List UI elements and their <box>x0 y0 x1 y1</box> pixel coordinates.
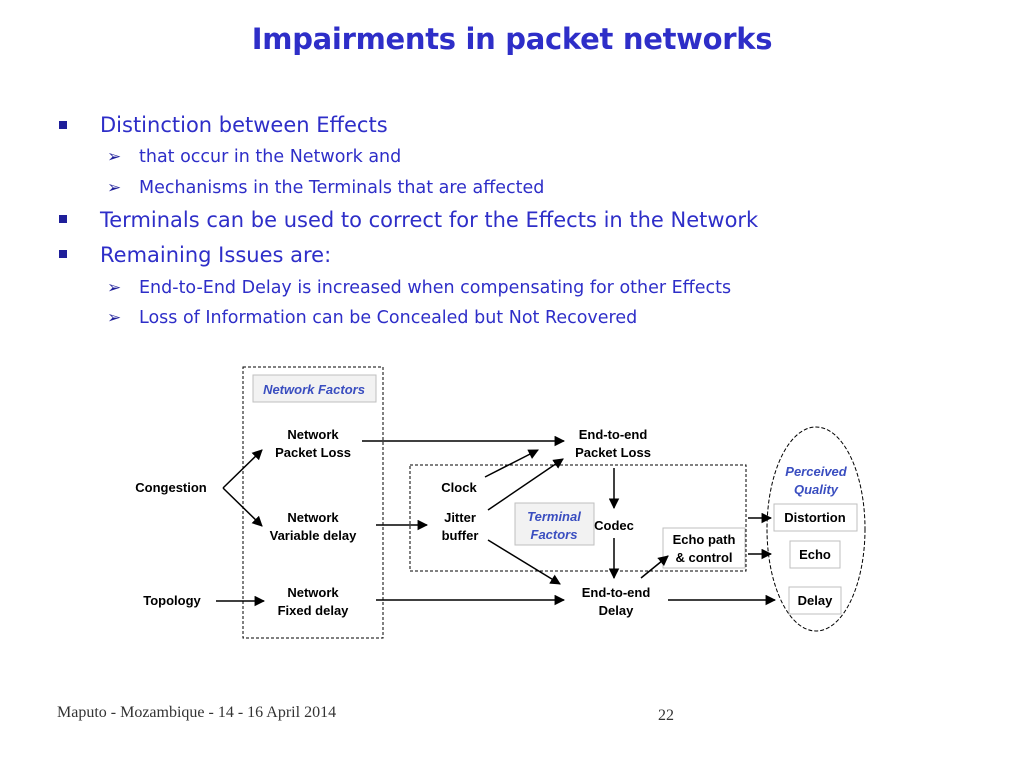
e2e-packet-loss-line1: End-to-end <box>579 427 648 442</box>
perceived-quality-label-line2: Quality <box>794 482 839 497</box>
square-bullet-icon <box>59 121 67 129</box>
arrow-bullet-icon: ➢ <box>107 278 122 298</box>
network-factors-frame <box>242 366 384 639</box>
echo-path-line1: Echo path <box>673 532 736 547</box>
distortion-node: Distortion <box>784 510 845 525</box>
clock-node: Clock <box>441 480 477 495</box>
bullet-item: Distinction between Effects <box>100 113 388 137</box>
bullet-item: Remaining Issues are: <box>100 243 332 267</box>
arrow-congestion-to-packet-loss <box>222 449 263 489</box>
network-packet-loss-line2: Packet Loss <box>275 445 351 460</box>
slide-title: Impairments in packet networks <box>251 22 773 56</box>
bullet-item: Terminals can be used to correct for the… <box>100 208 759 232</box>
terminal-factors-label-line1: Terminal <box>527 509 581 524</box>
network-factors-box <box>252 374 377 403</box>
topology-node: Topology <box>143 593 201 608</box>
e2e-packet-loss-line2: Packet Loss <box>575 445 651 460</box>
network-fixed-delay-line2: Fixed delay <box>278 603 350 618</box>
arrow-jitter-to-e2e-delay <box>487 539 561 585</box>
bullet-item: End-to-End Delay is increased when compe… <box>139 278 732 298</box>
perceived-quality-ellipse <box>766 426 866 632</box>
distortion-box <box>773 503 858 532</box>
bullet-list: Distinction between Effects ➢ that occur… <box>0 0 1024 340</box>
codec-node: Codec <box>594 518 634 533</box>
network-factors-label: Network Factors <box>263 382 365 397</box>
arrow-e2e-delay-to-echo-path <box>640 555 669 579</box>
square-bullet-icon <box>59 215 67 223</box>
arrow-clock-to-e2e-loss <box>484 449 539 478</box>
e2e-delay-line1: End-to-end <box>582 585 651 600</box>
jitter-buffer-line2: buffer <box>442 528 479 543</box>
jitter-buffer-line1: Jitter <box>444 510 476 525</box>
network-fixed-delay-line1: Network <box>287 585 339 600</box>
bullet-item: that occur in the Network and <box>139 147 402 167</box>
page-number: 22 <box>658 707 674 724</box>
echo-path-box <box>662 527 746 569</box>
echo-path-line2: & control <box>675 550 732 565</box>
network-packet-loss-line1: Network <box>287 427 339 442</box>
arrow-congestion-to-variable-delay <box>222 487 263 527</box>
bullet-item: Mechanisms in the Terminals that are aff… <box>139 178 545 198</box>
arrow-bullet-icon: ➢ <box>107 308 122 328</box>
arrow-bullet-icon: ➢ <box>107 178 122 198</box>
network-variable-delay-line2: Variable delay <box>270 528 357 543</box>
terminal-factors-frame <box>409 464 747 572</box>
perceived-quality-label-line1: Perceived <box>785 464 847 479</box>
congestion-node: Congestion <box>135 480 207 495</box>
delay-node: Delay <box>798 593 833 608</box>
square-bullet-icon <box>59 250 67 258</box>
terminal-factors-box <box>514 502 595 546</box>
echo-box <box>789 540 841 569</box>
arrow-bullet-icon: ➢ <box>107 147 122 167</box>
delay-box <box>788 586 842 615</box>
echo-node: Echo <box>799 547 831 562</box>
footer-location: Maputo - Mozambique - 14 - 16 April 2014 <box>57 704 337 721</box>
terminal-factors-label-line2: Factors <box>531 527 578 542</box>
network-variable-delay-line1: Network <box>287 510 339 525</box>
bullet-item: Loss of Information can be Concealed but… <box>139 308 638 328</box>
arrow-jitter-to-e2e-loss <box>487 458 564 511</box>
e2e-delay-line2: Delay <box>599 603 634 618</box>
